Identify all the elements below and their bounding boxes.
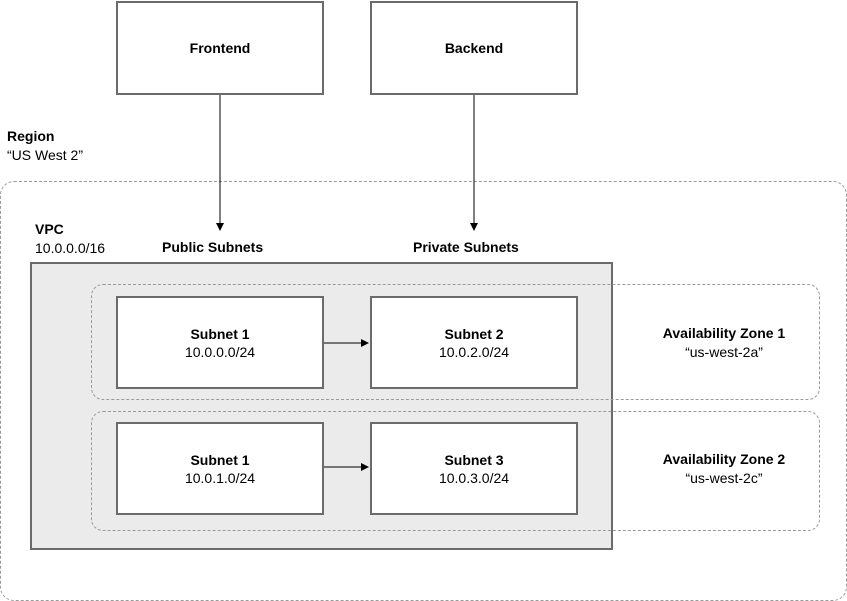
region-title: Region bbox=[7, 128, 55, 144]
availability-zone-1-container bbox=[91, 284, 820, 400]
frontend-node: Frontend bbox=[116, 1, 324, 95]
subnet-1a-cidr: 10.0.0.0/24 bbox=[184, 343, 256, 360]
frontend-label: Frontend bbox=[189, 40, 251, 56]
subnet-2-cidr: 10.0.2.0/24 bbox=[438, 343, 510, 360]
availability-zone-2-container bbox=[91, 411, 820, 531]
private-subnets-label: Private Subnets bbox=[413, 239, 519, 255]
subnet-1b-node: Subnet 1 10.0.1.0/24 bbox=[116, 422, 324, 515]
subnet-3-title: Subnet 3 bbox=[444, 451, 504, 468]
subnet-3-node: Subnet 3 10.0.3.0/24 bbox=[370, 422, 578, 515]
subnet-1a-node: Subnet 1 10.0.0.0/24 bbox=[116, 296, 324, 389]
region-value: “US West 2” bbox=[7, 147, 83, 163]
az1-title: Availability Zone 1 bbox=[662, 325, 786, 341]
subnet-1b-cidr: 10.0.1.0/24 bbox=[184, 469, 256, 486]
vpc-cidr: 10.0.0.0/16 bbox=[35, 240, 106, 256]
subnet-1a-title: Subnet 1 bbox=[190, 325, 250, 342]
backend-node: Backend bbox=[370, 1, 578, 95]
subnet-1b-title: Subnet 1 bbox=[190, 451, 250, 468]
subnet-2-title: Subnet 2 bbox=[444, 325, 504, 342]
az2-title: Availability Zone 2 bbox=[662, 451, 786, 467]
public-subnets-label: Public Subnets bbox=[162, 239, 264, 255]
az1-value: “us-west-2a” bbox=[685, 344, 763, 360]
subnet-3-cidr: 10.0.3.0/24 bbox=[438, 469, 510, 486]
az2-value: “us-west-2c” bbox=[685, 470, 763, 486]
vpc-title: VPC bbox=[35, 221, 64, 237]
subnet-2-node: Subnet 2 10.0.2.0/24 bbox=[370, 296, 578, 389]
backend-label: Backend bbox=[444, 40, 504, 56]
